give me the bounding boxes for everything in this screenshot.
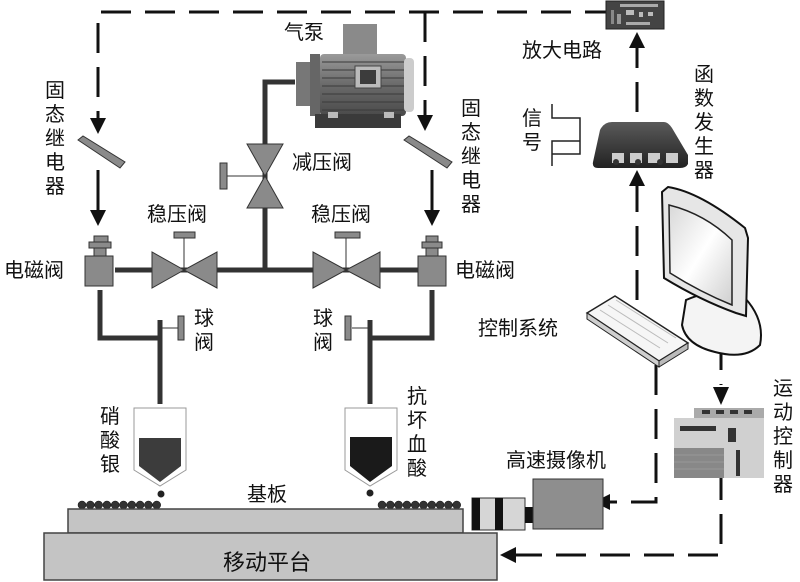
arrow-down-icon [90, 210, 106, 226]
signal-line-motion-to-platform [510, 470, 723, 557]
function-generator [592, 122, 688, 168]
solenoid-valve-right [417, 235, 447, 287]
deposited-droplet [427, 500, 437, 510]
keyboard [585, 295, 690, 368]
deposited-droplet [86, 500, 95, 510]
silver-nitrate-reservoir [133, 407, 187, 498]
relay-right-label: 固 态 继 电 器 [461, 96, 481, 216]
arrow-down-icon [713, 387, 729, 405]
deposited-droplet [402, 500, 412, 510]
control-system-label: 控制系统 [478, 316, 558, 340]
deposited-droplet [377, 500, 387, 510]
air-pump [296, 24, 414, 128]
deposited-droplet [102, 500, 112, 510]
regulator-valve-right [312, 231, 381, 289]
deposited-droplet [119, 500, 128, 510]
arrow-down-icon [424, 210, 440, 226]
arrow-left-icon [500, 547, 516, 563]
solid-state-relay-left [77, 135, 126, 169]
air-pump-label: 气泵 [284, 20, 324, 44]
deposited-droplet [394, 500, 403, 510]
signal-waveform [551, 104, 581, 166]
moving-platform [43, 532, 498, 581]
deposited-droplet [452, 500, 461, 510]
arrow-down-icon [90, 118, 106, 134]
amplifier-circuit [605, 0, 665, 30]
function-generator-label: 函 数 发 生 器 [694, 62, 714, 182]
pressure-reducing-valve [219, 143, 284, 209]
arrow-down-icon [417, 115, 433, 131]
solenoid-valve-left-label: 电磁阀 [4, 258, 64, 282]
pressure-reducing-valve-label: 减压阀 [292, 150, 352, 174]
pipes [97, 79, 435, 404]
deposited-droplet [152, 500, 161, 510]
high-speed-camera-label: 高速摄像机 [506, 448, 606, 472]
regulator-valve-left [151, 231, 218, 289]
ball-valve-left-label: 球 阀 [194, 306, 214, 354]
solenoid-valve-left [84, 235, 114, 287]
droplet [366, 489, 374, 497]
deposited-droplet [127, 500, 137, 510]
signal-label: 信 号 [522, 106, 542, 154]
arrow-up-icon [629, 170, 645, 186]
deposited-droplet [135, 500, 145, 510]
solenoid-valve-right-label: 电磁阀 [455, 258, 515, 282]
deposited-droplets [77, 500, 461, 510]
deposited-droplet [410, 500, 420, 510]
deposited-droplet [419, 500, 428, 510]
signal-lines [96, 10, 723, 557]
ascorbic-acid-reservoir [344, 407, 398, 497]
deposited-droplet [386, 500, 395, 510]
regulator-valve-right-label: 稳压阀 [311, 202, 371, 226]
computer-monitor [660, 185, 762, 356]
deposited-droplet [94, 500, 103, 510]
ascorbic-acid-label: 抗 坏 血 酸 [407, 384, 427, 480]
solid-state-relay-right [403, 135, 453, 169]
substrate [67, 508, 464, 534]
substrate-label: 基板 [247, 482, 287, 506]
deposited-droplet [144, 500, 153, 510]
deposited-droplet [444, 500, 453, 510]
moving-platform-label: 移动平台 [223, 551, 312, 576]
deposited-droplet [110, 500, 120, 510]
arrow-up-icon [629, 32, 645, 48]
ball-valve-left [160, 315, 185, 341]
deposited-droplet [435, 500, 445, 510]
amplifier-label: 放大电路 [522, 38, 602, 62]
motion-controller [674, 408, 764, 478]
high-speed-camera [471, 478, 604, 531]
signal-line-pc-to-camera [610, 365, 658, 504]
deposited-droplet [77, 500, 87, 510]
signal-line-amp-to-left-relay [96, 10, 615, 118]
silver-nitrate-label: 硝 酸 银 [100, 404, 120, 476]
ball-valve-right [344, 315, 370, 341]
relay-left-label: 固 态 继 电 器 [45, 78, 65, 198]
droplet [157, 490, 165, 498]
regulator-valve-left-label: 稳压阀 [147, 202, 207, 226]
ball-valve-right-label: 球 阀 [313, 306, 333, 354]
motion-controller-label: 运 动 控 制 器 [773, 376, 793, 496]
